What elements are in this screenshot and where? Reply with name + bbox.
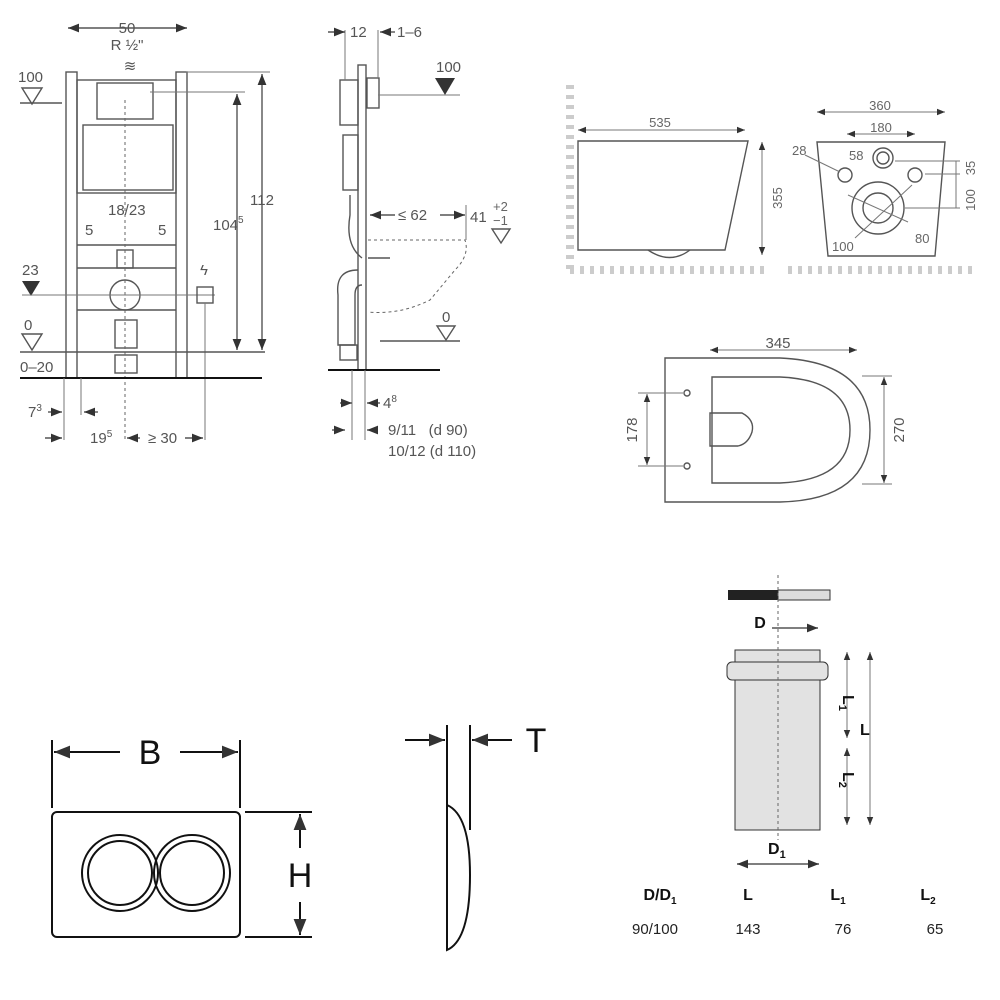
level-marker-icon xyxy=(20,87,44,106)
floor-range: 0–20 xyxy=(20,359,53,376)
dim-top-width: 270 xyxy=(891,417,908,442)
table-header: L xyxy=(743,887,753,904)
dim-outlet-inner: 80 xyxy=(915,231,929,246)
dim-35: 35 xyxy=(963,161,978,175)
dim-wall-gap: 48 xyxy=(383,394,397,412)
bowl-top-view: 345 270 178 xyxy=(624,335,908,503)
bowl-side-view: 535 355 xyxy=(566,85,785,274)
dim-bowl-max: ≤ 62 xyxy=(398,207,427,224)
dim-a: 73 xyxy=(28,403,42,421)
dim-offset-right: 5 xyxy=(158,222,166,239)
dim-connection: R ½" xyxy=(111,37,144,54)
frame-side-view: 12 1–6 100 ≤ 62 41 +2 −1 0 48 9/11 (d 90… xyxy=(328,24,512,460)
dim-bolt-spacing: 180 xyxy=(870,120,892,135)
dim-bowl-height: 41 xyxy=(470,209,487,226)
dim-outlet-outer: 100 xyxy=(832,239,854,254)
electric-icon: ϟ xyxy=(200,262,208,279)
table-header: L2 xyxy=(920,887,936,907)
pipe-dimension-table: D/D1 L L1 L2 90/100 143 76 65 xyxy=(632,887,943,938)
water-inlet-icon: ≋ xyxy=(124,58,137,75)
label-width: B xyxy=(139,734,162,772)
dim-pipe-small: 9/11 (d 90) xyxy=(388,422,468,439)
label-l2: L2 xyxy=(836,772,856,788)
frame-front-view: 50 R ½" ≋ 100 112 1045 18/23 5 5 23 ϟ 0 … xyxy=(18,20,274,447)
dim-top-length: 345 xyxy=(765,335,790,352)
table-cell: 143 xyxy=(735,921,760,938)
level-floor: 0 xyxy=(24,317,32,334)
dim-spacing: 18/23 xyxy=(108,202,146,219)
dim-bowl-height: 355 xyxy=(770,187,785,209)
dim-height-total: 112 xyxy=(250,192,274,209)
table-header: D/D1 xyxy=(643,887,677,907)
bowl-rear-view: 360 180 28 58 100 80 35 100 xyxy=(788,98,978,274)
table-header: L1 xyxy=(830,887,846,907)
level-floor-side: 0 xyxy=(442,309,450,326)
pipe-drawing: D L1 L L2 D1 xyxy=(726,575,874,869)
label-l: L xyxy=(860,722,870,739)
level-drain: 23 xyxy=(22,262,39,279)
bowl-tolerance-plus: +2 xyxy=(493,199,508,214)
level-filled-marker-icon xyxy=(22,281,40,296)
flush-plate-drawing: B H T xyxy=(51,722,547,952)
label-thickness: T xyxy=(526,722,547,760)
dim-hole-small: 28 xyxy=(792,143,806,158)
table-cell: 90/100 xyxy=(632,921,678,938)
bowl-tolerance-minus: −1 xyxy=(493,213,508,228)
dim-bowl-length: 535 xyxy=(649,115,671,130)
label-height: H xyxy=(288,857,313,895)
label-d: D xyxy=(754,615,766,632)
dim-hole-inlet: 58 xyxy=(849,148,863,163)
dim-offset-left: 5 xyxy=(85,222,93,239)
dim-hole-spacing: 178 xyxy=(624,417,641,442)
label-l1: L1 xyxy=(836,695,856,711)
label-d1: D1 xyxy=(768,841,786,861)
table-cell: 65 xyxy=(927,921,944,938)
dim-adjust: 1–6 xyxy=(397,24,422,41)
level-top-side: 100 xyxy=(436,59,461,76)
dim-pipe-large: 10/12 (d 110) xyxy=(388,443,476,460)
dim-depth: 12 xyxy=(350,24,367,41)
dim-c: ≥ 30 xyxy=(148,430,177,447)
level-top: 100 xyxy=(18,69,43,86)
dim-100: 100 xyxy=(963,189,978,211)
table-cell: 76 xyxy=(835,921,852,938)
dim-width: 50 xyxy=(119,20,136,37)
dim-height-inner: 1045 xyxy=(213,215,244,234)
dim-b: 195 xyxy=(90,429,113,447)
dim-rear-width: 360 xyxy=(869,98,891,113)
